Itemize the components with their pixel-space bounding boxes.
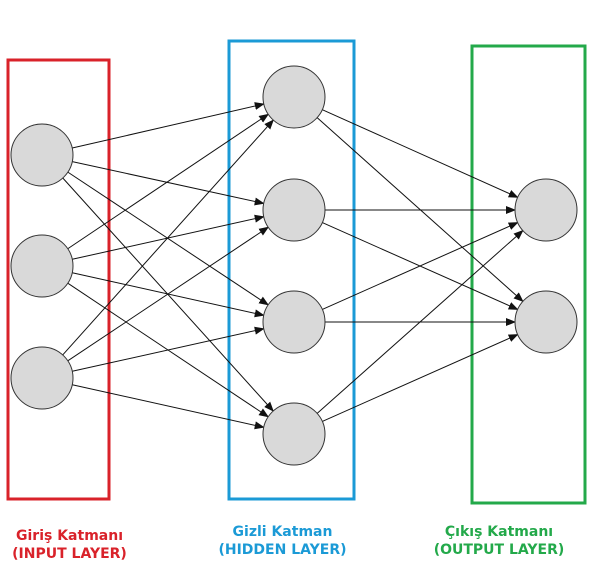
output-layer-subtitle: (OUTPUT LAYER) <box>433 542 565 558</box>
output-layer-title: Çıkış Katmanı <box>444 524 554 540</box>
hidden-node-2 <box>262 178 326 242</box>
output-node-2 <box>514 290 578 354</box>
hidden-layer-title: Gizli Katman <box>232 524 333 540</box>
hidden-node-4 <box>262 402 326 466</box>
edge-input-3-to-hidden-3 <box>72 326 265 372</box>
hidden-layer-label: Gizli Katman (HIDDEN LAYER) <box>205 523 360 559</box>
hidden-node-1 <box>262 65 326 129</box>
hidden-node-3 <box>262 290 326 354</box>
input-node-2 <box>10 234 74 298</box>
edge-input-1-to-hidden-1 <box>72 102 265 149</box>
input-node-1 <box>10 123 74 187</box>
hidden-layer-subtitle: (HIDDEN LAYER) <box>218 542 347 558</box>
edge-hidden-1-to-output-1 <box>322 109 519 198</box>
input-layer-title: Giriş Katmanı <box>16 528 123 544</box>
edge-input-1-to-hidden-2 <box>72 161 265 206</box>
edge-input-3-to-hidden-1 <box>62 119 274 356</box>
hidden-layer-box <box>227 39 356 501</box>
input-layer-label: Giriş Katmanı (INPUT LAYER) <box>0 527 139 563</box>
edge-hidden-3-to-output-1 <box>322 222 519 310</box>
edge-input-3-to-hidden-4 <box>72 384 265 430</box>
input-layer-box <box>6 58 111 501</box>
output-layer-label: Çıkış Katmanı (OUTPUT LAYER) <box>414 523 584 559</box>
edge-hidden-4-to-output-2 <box>322 334 519 422</box>
edge-input-2-to-hidden-1 <box>67 113 270 250</box>
output-layer-box <box>470 44 587 505</box>
input-layer-subtitle: (INPUT LAYER) <box>12 546 127 562</box>
input-node-3 <box>10 346 74 410</box>
edge-input-3-to-hidden-2 <box>67 226 270 362</box>
edge-hidden-4-to-output-1 <box>316 229 524 414</box>
output-node-1 <box>514 178 578 242</box>
